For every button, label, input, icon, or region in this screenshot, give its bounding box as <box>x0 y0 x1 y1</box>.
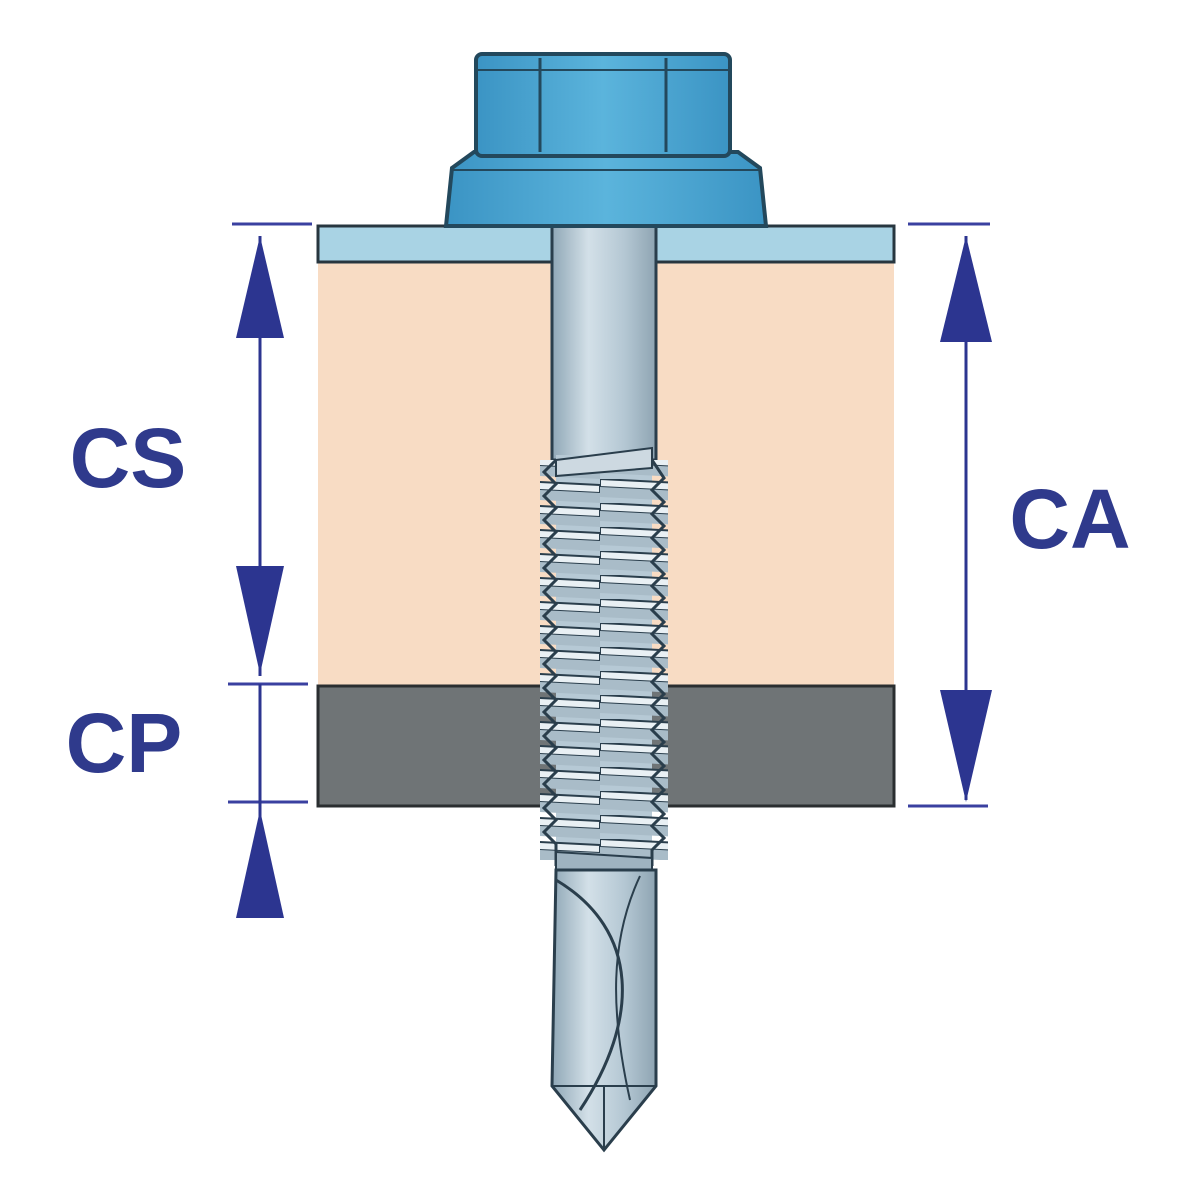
cs-label: CS <box>70 411 187 505</box>
ca-label: CA <box>1009 472 1130 566</box>
cs-arrow-down <box>236 566 284 674</box>
screw-washer <box>443 150 769 228</box>
cp-arrow-up <box>236 810 284 918</box>
screw-shank <box>550 224 658 462</box>
right-dimension-lines <box>908 222 992 808</box>
cs-arrow-up <box>236 236 284 338</box>
ca-arrow-up <box>940 236 992 342</box>
self-drilling-screw-icon <box>443 52 769 1153</box>
left-dimension-lines <box>228 222 312 918</box>
screw-thread <box>540 446 668 873</box>
ca-arrow-down <box>940 690 992 802</box>
cp-label: CP <box>66 696 183 790</box>
screw-hex-head <box>474 52 732 158</box>
screw-drill-point <box>550 868 658 1153</box>
